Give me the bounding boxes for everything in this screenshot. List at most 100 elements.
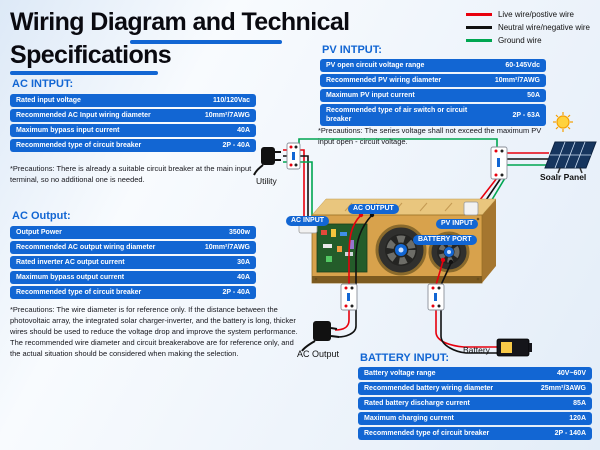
ac-output-table: Output Power 3500w Recommended AC output…: [10, 226, 256, 300]
wire-legend: Live wire/postive wire Neutral wire/nega…: [465, 10, 590, 49]
spec-label: Maximum PV input current: [326, 92, 415, 100]
spec-row: Maximum bypass output current 40A: [10, 271, 256, 285]
spec-value: 60-145Vdc: [505, 62, 540, 70]
spec-value: 110/120Vac: [213, 97, 250, 105]
spec-value: 50A: [527, 92, 540, 100]
legend-label: Neutral wire/negative wire: [497, 23, 590, 32]
ac-output-label: AC Output: [297, 349, 340, 359]
spec-row: Recommended AC output wiring diameter 10…: [10, 241, 256, 255]
page-title-line2: Specifications: [10, 41, 172, 69]
spec-row: Recommended AC Input wiring diameter 10m…: [10, 109, 256, 123]
spec-row: Recommended type of circuit breaker 2P -…: [10, 286, 256, 300]
title-underline: [130, 40, 282, 44]
spec-row: Rated battery discharge current 85A: [358, 397, 592, 411]
sun-icon: [553, 112, 573, 132]
legend-item: Live wire/postive wire: [465, 10, 590, 19]
spec-row: Recommended battery wiring diameter 25mm…: [358, 382, 592, 396]
spec-row: PV open circuit voltage range 60-145Vdc: [320, 59, 546, 73]
spec-value: 10mm²/7AWG: [204, 244, 250, 252]
spec-label: Maximum bypass input current: [16, 127, 120, 135]
circuit-breaker-icon: [340, 283, 358, 311]
battery-input-table: Battery voltage range 40V~60V Recommende…: [358, 367, 592, 441]
battery-input-heading: BATTERY INPUT:: [360, 352, 450, 364]
spec-row: Output Power 3500w: [10, 226, 256, 240]
pv-input-table: PV open circuit voltage range 60-145Vdc …: [320, 59, 546, 127]
spec-value: 10mm²/7AWG: [204, 112, 250, 120]
spec-row: Recommended type of circuit breaker 2P -…: [10, 139, 256, 153]
ac-input-table: Rated input voltage 110/120Vac Recommend…: [10, 94, 256, 153]
spec-row: Maximum charging current 120A: [358, 412, 592, 426]
spec-value: 85A: [573, 400, 586, 408]
spec-row: Recommended type of air switch or circui…: [320, 104, 546, 127]
legend-label: Live wire/postive wire: [497, 10, 574, 19]
spec-label: Rated inverter AC output current: [16, 259, 125, 267]
circuit-breaker-icon: [490, 146, 508, 180]
spec-row: Rated input voltage 110/120Vac: [10, 94, 256, 108]
solar-panel-label: Soalr Panel: [540, 172, 587, 182]
spec-label: Rated input voltage: [16, 97, 81, 104]
pv-input-connector: [463, 201, 479, 216]
spec-value: 120A: [569, 415, 586, 423]
circuit-breaker-icon: [427, 283, 445, 311]
title-underline: [10, 71, 158, 75]
spec-label: Recommended PV wiring diameter: [326, 77, 442, 85]
pv-input-precaution: *Precautions: The series voltage shall n…: [318, 126, 542, 146]
page-title: Wiring Diagram and Technical Specificati…: [10, 6, 350, 72]
utility-label: Utility: [256, 176, 277, 186]
spec-row: Battery voltage range 40V~60V: [358, 367, 592, 381]
spec-label: Recommended type of circuit breaker: [16, 289, 142, 297]
battery-port-badge: BATTERY PORT: [413, 235, 477, 245]
spec-label: Output Power: [16, 229, 62, 236]
spec-value: 2P - 40A: [222, 142, 251, 150]
live-wire-swatch-icon: [465, 13, 492, 16]
spec-row: Maximum PV input current 50A: [320, 89, 546, 103]
spec-row: Maximum bypass input current 40A: [10, 124, 256, 138]
battery-label: Battery: [463, 345, 490, 355]
spec-value: 2P - 40A: [222, 289, 251, 297]
spec-label: Recommended battery wiring diameter: [364, 385, 494, 393]
spec-label: Recommended AC output wiring diameter: [16, 244, 156, 252]
ac-output-precaution: *Precautions: The wire diameter is for r…: [10, 305, 298, 358]
legend-label: Ground wire: [497, 36, 542, 45]
utility-plug-icon: [253, 147, 281, 176]
ac-input-heading: AC INTPUT:: [12, 78, 74, 90]
spec-label: Recommended type of circuit breaker: [16, 142, 142, 150]
legend-item: Neutral wire/negative wire: [465, 23, 590, 32]
ac-output-plug-icon: [301, 321, 340, 352]
pv-input-port-badge: PV INPUT: [436, 219, 479, 229]
battery-wires: [435, 257, 498, 354]
spec-value: 40A: [237, 127, 250, 135]
spec-label: Recommended AC Input wiring diameter: [16, 112, 151, 120]
solar-panel-icon: [544, 141, 597, 174]
ac-input-port-badge: AC INPUT: [286, 216, 330, 226]
spec-label: Battery voltage range: [364, 370, 436, 377]
spec-row: Recommended PV wiring diameter 10mm²/7AW…: [320, 74, 546, 88]
fan-icon: [375, 224, 427, 276]
ac-output-heading: AC Output:: [12, 210, 71, 222]
spec-value: 25mm²/3AWG: [540, 385, 586, 393]
ground-wire-swatch-icon: [465, 39, 492, 42]
legend-item: Ground wire: [465, 36, 590, 45]
spec-label: Recommended type of circuit breaker: [364, 430, 490, 438]
spec-label: Maximum charging current: [364, 415, 454, 423]
spec-value: 2P - 63A: [512, 111, 541, 119]
spec-label: Recommended type of air switch or circui…: [326, 107, 468, 124]
spec-value: 2P - 140A: [554, 430, 586, 438]
spec-label: Rated battery discharge current: [364, 400, 470, 408]
spec-value: 3500w: [228, 229, 250, 237]
spec-label: Maximum bypass output current: [16, 274, 125, 282]
spec-row: Rated inverter AC output current 30A: [10, 256, 256, 270]
ac-output-port-badge: AC OUTPUT: [348, 204, 399, 214]
spec-value: 40V~60V: [557, 370, 586, 378]
page-title-line1: Wiring Diagram and Technical: [10, 8, 350, 36]
pv-input-heading: PV INTPUT:: [322, 44, 382, 56]
circuit-breaker-icon: [286, 142, 301, 170]
spec-label: PV open circuit voltage range: [326, 62, 425, 69]
spec-value: 40A: [237, 274, 250, 282]
neutral-wire-swatch-icon: [465, 26, 492, 29]
spec-row: Recommended type of circuit breaker 2P -…: [358, 427, 592, 441]
spec-value: 10mm²/7AWG: [494, 77, 540, 85]
spec-value: 30A: [237, 259, 250, 267]
